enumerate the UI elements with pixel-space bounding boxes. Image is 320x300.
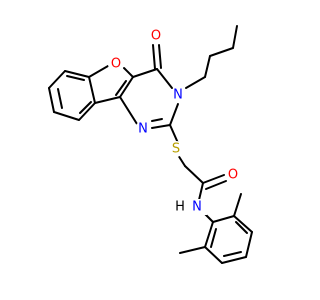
bond [233,215,253,233]
amide-hydrogen-label: H [175,200,185,215]
bond [48,87,55,113]
bond [57,88,63,109]
bond [233,193,242,217]
bond [88,76,96,104]
ring-oxygen-label: O [111,57,121,72]
bond [221,256,247,264]
bond [169,124,179,144]
bond [204,55,211,78]
sulfur-label: S [172,142,180,157]
bond [169,103,179,126]
atom-label-layer: O O N N S O H N [108,28,241,215]
bond [123,67,134,78]
carbonyl-oxygen-label: O [151,29,161,44]
bond [53,111,80,121]
bond [119,76,134,98]
bond [204,246,223,264]
bond [232,25,238,49]
bond [212,215,235,223]
amide-nitrogen-label: N [192,200,202,215]
bond [78,102,96,121]
bond [156,68,173,89]
bond [177,154,186,167]
bond [179,246,206,254]
bond [158,44,162,69]
bond [151,124,171,129]
amide-oxygen-label: O [228,168,238,183]
bond [151,118,163,122]
bond [132,68,158,78]
bond [204,221,214,248]
bond [235,221,248,234]
bond [198,182,204,201]
bond [79,101,92,114]
bond [115,80,127,96]
bond [184,165,204,184]
bond [209,47,234,57]
nitrogen-n1-label: N [138,122,148,137]
bond [205,180,227,190]
bond [88,65,109,78]
bond [245,231,253,258]
bond-layer [48,25,253,264]
bond [94,96,121,104]
bond [223,251,242,257]
bond [66,75,85,81]
bond [64,70,90,78]
bond [185,76,206,89]
bond [202,174,225,184]
molecule-diagram: O O N N S O H N [48,25,253,264]
nitrogen-n3-label: N [173,88,183,103]
bond [48,70,66,89]
bond [210,228,217,248]
bond [119,96,138,125]
bond [152,44,156,70]
